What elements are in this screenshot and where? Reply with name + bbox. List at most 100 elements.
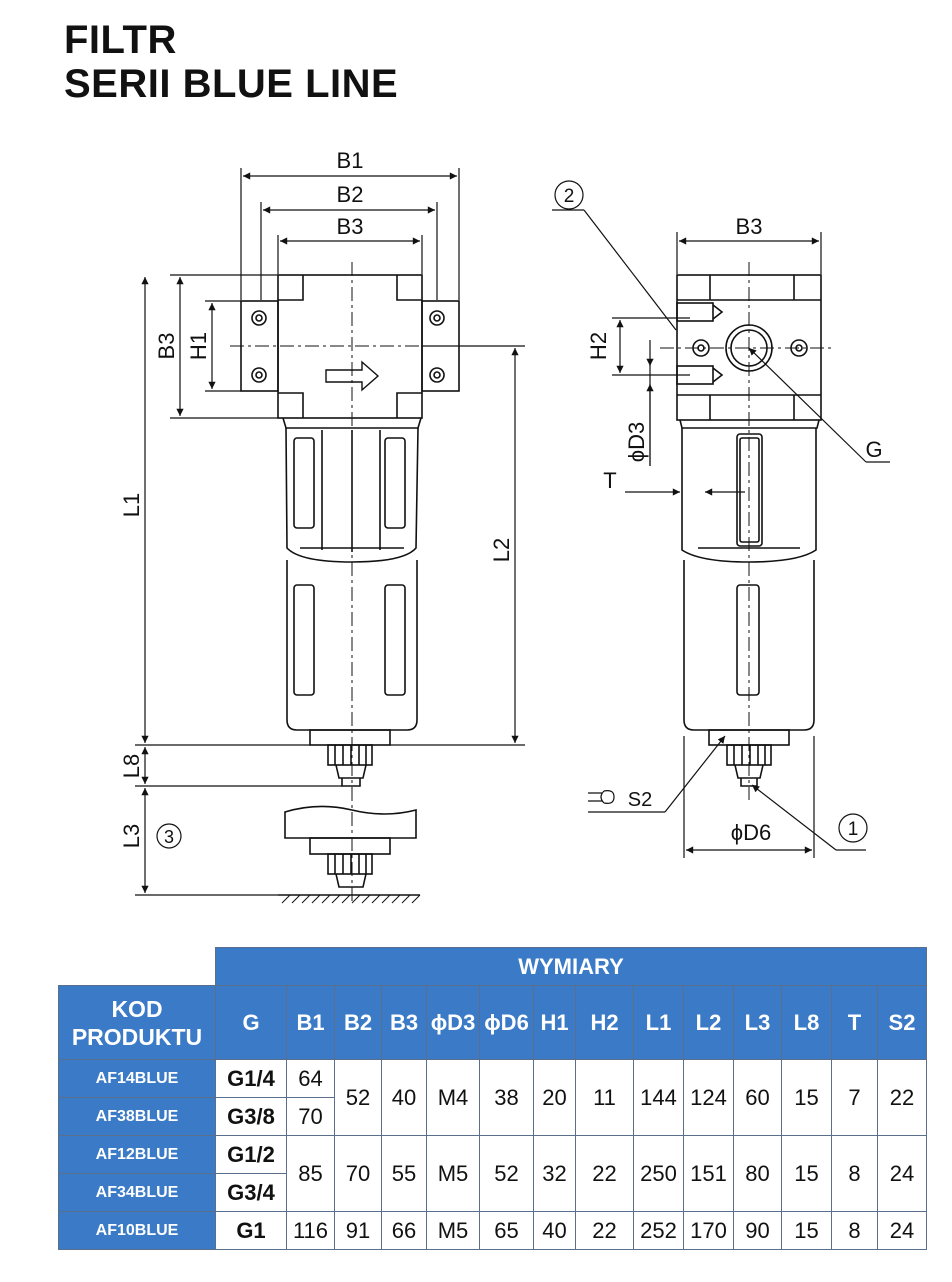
label-l8: L8 (119, 754, 144, 778)
product-code: AF38BLUE (58, 1097, 216, 1136)
label-b3-vertical: B3 (154, 333, 179, 360)
cell-l1: 250 (633, 1135, 684, 1212)
cell-b1: 116 (286, 1211, 335, 1250)
callout-1: 1 (848, 819, 859, 840)
label-l2: L2 (489, 538, 514, 562)
cell-b2: 52 (334, 1059, 382, 1136)
col-header-b2: B2 (334, 985, 382, 1060)
product-code: AF14BLUE (58, 1059, 216, 1098)
cell-l1: 144 (633, 1059, 684, 1136)
side-dimensions (552, 209, 890, 858)
cell-t: 7 (831, 1059, 878, 1136)
cell-g: G3/8 (215, 1097, 287, 1136)
col-header-b1: B1 (286, 985, 335, 1060)
front-centerlines (230, 262, 525, 905)
cell-g: G3/4 (215, 1173, 287, 1212)
col-header-s2: S2 (877, 985, 927, 1060)
label-l1: L1 (119, 493, 144, 517)
label-d6: ϕD6 (731, 820, 771, 845)
cell-b1: 85 (286, 1135, 335, 1212)
dimensions-table: WYMIARY KOD PRODUKTU G B1 B2 B3 ϕD3 ϕD6 … (58, 947, 927, 1250)
code-header: KOD PRODUKTU (58, 985, 216, 1060)
label-h1: H1 (186, 332, 211, 360)
cell-l3: 80 (733, 1135, 782, 1212)
cell-d6: 38 (479, 1059, 534, 1136)
col-header-b3: B3 (381, 985, 427, 1060)
front-view (240, 274, 460, 904)
cell-g: G1/4 (215, 1059, 287, 1098)
product-code: AF34BLUE (58, 1173, 216, 1212)
code-header-line-1: KOD (111, 995, 163, 1022)
col-header-l3: L3 (733, 985, 782, 1060)
label-d3: ϕD3 (624, 422, 649, 462)
cell-b2: 70 (334, 1135, 382, 1212)
product-code: AF10BLUE (58, 1211, 216, 1250)
title-line-2: SERII BLUE LINE (64, 62, 399, 106)
col-header-d6: ϕD6 (479, 985, 534, 1060)
cell-s2: 24 (877, 1211, 927, 1250)
cell-l3: 90 (733, 1211, 782, 1250)
label-b2: B2 (337, 182, 364, 207)
label-g: G (865, 437, 882, 462)
table-row: AF14BLUE G1/4 64 52 40 M4 38 20 11 144 1… (58, 1059, 927, 1136)
product-code: AF12BLUE (58, 1135, 216, 1174)
cell-d3: M5 (426, 1211, 480, 1250)
col-header-l2: L2 (683, 985, 734, 1060)
code-header-line-2: PRODUKTU (71, 1023, 203, 1050)
cell-d6: 52 (479, 1135, 534, 1212)
cell-l2: 170 (683, 1211, 734, 1250)
group-header-wymiary: WYMIARY (215, 947, 927, 986)
cell-h2: 11 (575, 1059, 634, 1136)
cell-d6: 65 (479, 1211, 534, 1250)
label-b3: B3 (337, 214, 364, 239)
cell-l8: 15 (781, 1059, 832, 1136)
col-header-t: T (831, 985, 878, 1060)
cell-h1: 32 (533, 1135, 576, 1212)
label-b3-side: B3 (736, 214, 763, 239)
cell-g: G1/2 (215, 1135, 287, 1174)
title-line-1: FILTR (64, 18, 177, 62)
cell-b2: 91 (334, 1211, 382, 1250)
cell-b3: 66 (381, 1211, 427, 1250)
label-b1: B1 (337, 148, 364, 173)
label-t: T (603, 468, 616, 493)
page-title: FILTR SERII BLUE LINE (64, 18, 398, 106)
table-row: AF10BLUE G1 116 91 66 M5 65 40 22 252 17… (58, 1211, 927, 1250)
cell-t: 8 (831, 1211, 878, 1250)
cell-h1: 40 (533, 1211, 576, 1250)
cell-h1: 20 (533, 1059, 576, 1136)
front-labels: B1 B2 B3 B3 H1 L1 L2 L8 L3 3 (119, 148, 514, 849)
cell-s2: 24 (877, 1135, 927, 1212)
label-s2: S2 (628, 789, 652, 811)
callout-2: 2 (564, 186, 575, 207)
cell-s2: 22 (877, 1059, 927, 1136)
cell-l2: 151 (683, 1135, 734, 1212)
cell-g: G1 (215, 1211, 287, 1250)
label-l3: L3 (119, 824, 144, 848)
label-h2: H2 (586, 332, 611, 360)
cell-l8: 15 (781, 1135, 832, 1212)
col-header-h1: H1 (533, 985, 576, 1060)
cell-t: 8 (831, 1135, 878, 1212)
cell-b1: 64 (286, 1059, 335, 1098)
cell-l1: 252 (633, 1211, 684, 1250)
col-header-g: G (215, 985, 287, 1060)
col-header-h2: H2 (575, 985, 634, 1060)
cell-h2: 22 (575, 1135, 634, 1212)
cell-b3: 40 (381, 1059, 427, 1136)
cell-l3: 60 (733, 1059, 782, 1136)
col-header-l1: L1 (633, 985, 684, 1060)
technical-drawing: B1 B2 B3 B3 H1 L1 L2 L8 L3 3 (119, 148, 890, 905)
cell-l2: 124 (683, 1059, 734, 1136)
cell-b1: 70 (286, 1097, 335, 1136)
table-row: AF12BLUE G1/2 85 70 55 M5 52 32 22 250 1… (58, 1135, 927, 1212)
side-labels: 2 B3 H2 ϕD3 T G S2 ϕD6 1 (554, 180, 883, 845)
cell-d3: M4 (426, 1059, 480, 1136)
cell-b3: 55 (381, 1135, 427, 1212)
cell-l8: 15 (781, 1211, 832, 1250)
callout-3: 3 (164, 827, 174, 847)
table-row: AF38BLUE G3/8 70 (58, 1097, 927, 1136)
cell-h2: 22 (575, 1211, 634, 1250)
front-dimensions (135, 168, 525, 896)
side-centerlines (660, 262, 835, 800)
